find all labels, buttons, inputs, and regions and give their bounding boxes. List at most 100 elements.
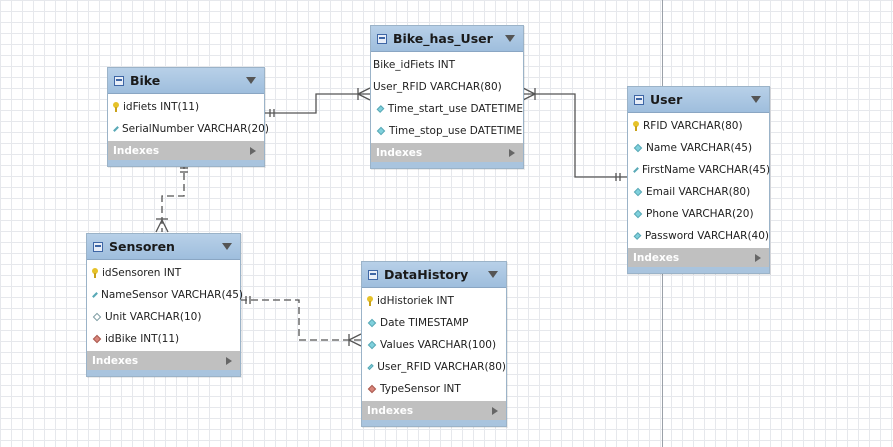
primary-key-icon <box>367 296 373 306</box>
column-row[interactable]: idSensoren INT <box>87 262 240 284</box>
column-label: idFiets INT(11) <box>123 101 200 113</box>
table-name: Sensoren <box>109 239 175 254</box>
column-icon <box>633 167 639 173</box>
relationship-bike-bike-has-user[interactable] <box>264 87 371 117</box>
column-label: Name VARCHAR(45) <box>646 142 753 154</box>
table-header[interactable]: DataHistory <box>362 262 506 288</box>
table-header[interactable]: User <box>628 87 769 113</box>
indexes-section[interactable]: Indexes <box>371 143 523 162</box>
column-label: Unit VARCHAR(10) <box>105 311 202 323</box>
column-row[interactable]: idHistoriek INT <box>362 290 506 312</box>
column-icon <box>113 126 119 132</box>
table-header[interactable]: Bike <box>108 68 264 94</box>
column-label: Values VARCHAR(100) <box>380 339 497 351</box>
collapse-arrow-icon[interactable] <box>222 243 232 250</box>
table-bike-has-user[interactable]: Bike_has_User Bike_idFiets INT User_RFID… <box>370 25 524 169</box>
column-row[interactable]: Values VARCHAR(100) <box>362 334 506 356</box>
column-row[interactable]: TypeSensor INT <box>362 378 506 400</box>
table-datahistory[interactable]: DataHistory idHistoriek INT Date TIMESTA… <box>361 261 507 427</box>
collapse-arrow-icon[interactable] <box>246 77 256 84</box>
indexes-label: Indexes <box>376 146 423 159</box>
column-label: Time_stop_use DATETIME <box>389 125 523 137</box>
table-sensoren[interactable]: Sensoren idSensoren INT NameSensor VARCH… <box>86 233 244 377</box>
column-row[interactable]: RFID VARCHAR(80) <box>628 115 769 137</box>
expand-arrow-icon[interactable] <box>226 356 232 365</box>
column-row[interactable]: Unit VARCHAR(10) <box>87 306 240 328</box>
table-name: Bike <box>130 73 161 88</box>
column-row[interactable]: Bike_idFiets INT <box>371 54 523 76</box>
indexes-section[interactable]: Indexes <box>108 141 264 160</box>
relationship-user-bike-has-user[interactable] <box>522 87 627 181</box>
expand-arrow-icon[interactable] <box>755 253 761 262</box>
indexes-label: Indexes <box>367 404 414 417</box>
table-header[interactable]: Bike_has_User <box>371 26 523 52</box>
table-icon <box>634 94 644 105</box>
expand-arrow-icon[interactable] <box>492 406 498 415</box>
table-header[interactable]: Sensoren <box>87 234 240 260</box>
table-icon <box>368 269 378 280</box>
column-label: Date TIMESTAMP <box>380 317 469 329</box>
primary-key-icon <box>92 268 98 278</box>
column-icon <box>367 340 377 350</box>
column-row[interactable]: FirstName VARCHAR(45) <box>628 159 771 181</box>
table-icon <box>93 241 103 252</box>
column-row[interactable]: Time_stop_use DATETIME <box>371 120 523 142</box>
table-footer <box>87 370 240 376</box>
column-label: idBike INT(11) <box>105 333 180 345</box>
column-label: TypeSensor INT <box>380 383 461 395</box>
table-user[interactable]: User RFID VARCHAR(80) Name VARCHAR(45) F… <box>627 86 770 274</box>
expand-arrow-icon[interactable] <box>250 146 256 155</box>
indexes-section[interactable]: Indexes <box>362 401 506 420</box>
column-row[interactable]: Time_start_use DATETIME <box>371 98 523 120</box>
column-icon <box>376 126 386 136</box>
column-label: Phone VARCHAR(20) <box>646 208 754 220</box>
relationship-sensoren-datahistory[interactable] <box>240 296 362 347</box>
column-row[interactable]: idBike INT(11) <box>87 328 240 350</box>
column-icon <box>633 143 643 153</box>
table-name: Bike_has_User <box>393 31 493 46</box>
indexes-section[interactable]: Indexes <box>628 248 769 267</box>
collapse-arrow-icon[interactable] <box>751 96 761 103</box>
column-row[interactable]: User_RFID VARCHAR(80) <box>362 356 506 378</box>
column-row[interactable]: Email VARCHAR(80) <box>628 181 769 203</box>
column-label: Bike_idFiets INT <box>373 59 456 71</box>
column-icon <box>367 363 374 371</box>
collapse-arrow-icon[interactable] <box>505 35 515 42</box>
column-row[interactable]: NameSensor VARCHAR(45) <box>87 284 244 306</box>
column-label: Time_start_use DATETIME <box>387 103 523 115</box>
table-name: User <box>650 92 683 107</box>
column-label: NameSensor VARCHAR(45) <box>101 289 244 301</box>
column-row[interactable]: Date TIMESTAMP <box>362 312 506 334</box>
column-icon <box>376 105 385 113</box>
relationship-bike-sensoren[interactable] <box>155 162 188 233</box>
expand-arrow-icon[interactable] <box>509 148 515 157</box>
table-bike[interactable]: Bike idFiets INT(11) SerialNumber VARCHA… <box>107 67 269 167</box>
column-icon <box>633 187 643 197</box>
table-footer <box>628 267 769 273</box>
column-row[interactable]: Name VARCHAR(45) <box>628 137 769 159</box>
column-icon <box>367 318 377 328</box>
table-footer <box>371 162 523 168</box>
column-label: idHistoriek INT <box>377 295 454 307</box>
column-icon <box>633 209 643 219</box>
column-row[interactable]: Phone VARCHAR(20) <box>628 203 769 225</box>
column-icon <box>92 292 98 298</box>
column-label: User_RFID VARCHAR(80) <box>377 361 506 373</box>
column-row[interactable]: User_RFID VARCHAR(80) <box>371 76 523 98</box>
foreign-key-icon <box>92 334 102 344</box>
table-name: DataHistory <box>384 267 469 282</box>
table-icon <box>377 33 387 44</box>
column-label: idSensoren INT <box>102 267 182 279</box>
table-icon <box>114 75 124 86</box>
nullable-column-icon <box>92 312 102 322</box>
column-row[interactable]: Password VARCHAR(40) <box>628 225 769 247</box>
indexes-section[interactable]: Indexes <box>87 351 240 370</box>
column-row[interactable]: idFiets INT(11) <box>108 96 264 118</box>
primary-key-icon <box>633 121 639 131</box>
collapse-arrow-icon[interactable] <box>488 271 498 278</box>
column-label: Password VARCHAR(40) <box>644 230 769 242</box>
column-label: FirstName VARCHAR(45) <box>642 164 771 176</box>
column-icon <box>633 232 642 240</box>
column-row[interactable]: SerialNumber VARCHAR(20) <box>108 118 269 140</box>
